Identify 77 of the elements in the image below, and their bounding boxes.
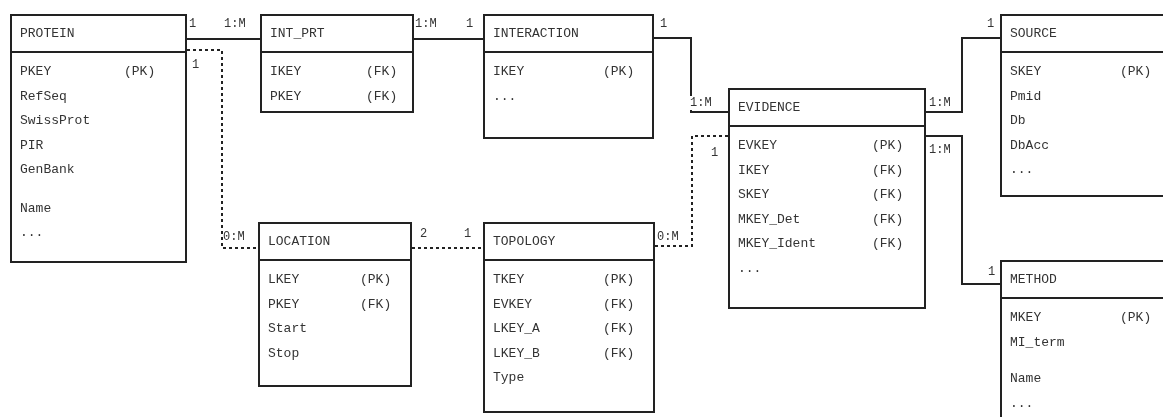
field-name: ... <box>1010 162 1034 178</box>
field-name: Db <box>1010 113 1026 129</box>
relationship-line <box>413 38 484 40</box>
key-tag: (PK) <box>872 138 904 154</box>
table-name: EVIDENCE <box>738 100 801 116</box>
key-tag: (FK) <box>872 162 904 179</box>
field-name: Name <box>20 200 52 217</box>
field-name: ... <box>738 260 762 277</box>
field-name: RefSeq <box>20 88 67 105</box>
field-name: IKEY <box>493 64 525 80</box>
table-name: TOPOLOGY <box>493 234 556 250</box>
field-name: DbAcc <box>1010 137 1049 154</box>
field-name: SwissProt <box>20 113 91 129</box>
table-name: SOURCE <box>1010 26 1057 42</box>
field-name: MKEY_Det <box>738 211 801 228</box>
key-tag: (FK) <box>366 64 398 80</box>
entity-table <box>483 222 655 413</box>
field-name: MKEY_Ident <box>738 236 816 252</box>
relationship-line <box>653 37 729 113</box>
relationship-line <box>654 135 729 247</box>
relationship-line <box>925 37 1001 113</box>
key-tag: (PK) <box>603 64 635 80</box>
key-tag: (PK) <box>1120 310 1152 326</box>
entity-table <box>260 14 414 113</box>
field-name: MI_term <box>1010 334 1065 351</box>
key-tag: (PK) <box>603 272 635 288</box>
entity-table <box>483 14 654 139</box>
entity-table <box>728 88 926 309</box>
relationship-line <box>411 247 484 249</box>
relationship-line <box>925 135 1001 285</box>
entity-table <box>258 222 412 387</box>
table-name: LOCATION <box>268 234 331 250</box>
field-name: TKEY <box>493 272 525 288</box>
field-name: SKEY <box>738 187 770 203</box>
field-name: EVKEY <box>738 138 777 154</box>
relationship-line <box>186 38 261 40</box>
table-name: INTERACTION <box>493 26 579 42</box>
key-tag: (FK) <box>603 296 635 313</box>
relationship-line <box>186 49 259 249</box>
field-name: LKEY <box>268 272 300 288</box>
cardinality-label: 1:M <box>690 96 712 110</box>
key-tag: (PK) <box>360 272 392 288</box>
key-tag: (FK) <box>872 236 904 252</box>
field-name: IKEY <box>738 162 770 179</box>
field-name: SKEY <box>1010 64 1042 80</box>
field-name: Pmid <box>1010 88 1042 105</box>
field-name: Stop <box>268 345 300 362</box>
key-tag: (FK) <box>366 88 398 105</box>
key-tag: (FK) <box>872 211 904 228</box>
field-name: PKEY <box>268 296 300 313</box>
key-tag: (FK) <box>872 187 904 203</box>
field-name: LKEY_A <box>493 321 540 337</box>
field-name: LKEY_B <box>493 345 540 362</box>
field-name: PIR <box>20 137 44 154</box>
field-name: ... <box>493 88 517 105</box>
field-name: Name <box>1010 371 1042 387</box>
key-tag: (FK) <box>603 321 635 337</box>
field-name: ... <box>1010 395 1034 412</box>
field-name: Start <box>268 321 307 337</box>
field-name: PKEY <box>270 88 302 105</box>
field-name: EVKEY <box>493 296 532 313</box>
table-name: INT_PRT <box>270 26 325 42</box>
table-name: PROTEIN <box>20 26 75 42</box>
field-name: PKEY <box>20 64 52 80</box>
key-tag: (PK) <box>1120 64 1152 80</box>
field-name: ... <box>20 225 44 241</box>
field-name: Type <box>493 370 525 386</box>
field-name: GenBank <box>20 162 75 178</box>
field-name: IKEY <box>270 64 302 80</box>
entity-table <box>10 14 187 263</box>
table-name: METHOD <box>1010 272 1057 288</box>
entity-table <box>1000 14 1163 197</box>
key-tag: (PK) <box>124 64 156 80</box>
key-tag: (FK) <box>360 296 392 313</box>
field-name: MKEY <box>1010 310 1042 326</box>
entity-table <box>1000 260 1163 417</box>
key-tag: (FK) <box>603 345 635 362</box>
